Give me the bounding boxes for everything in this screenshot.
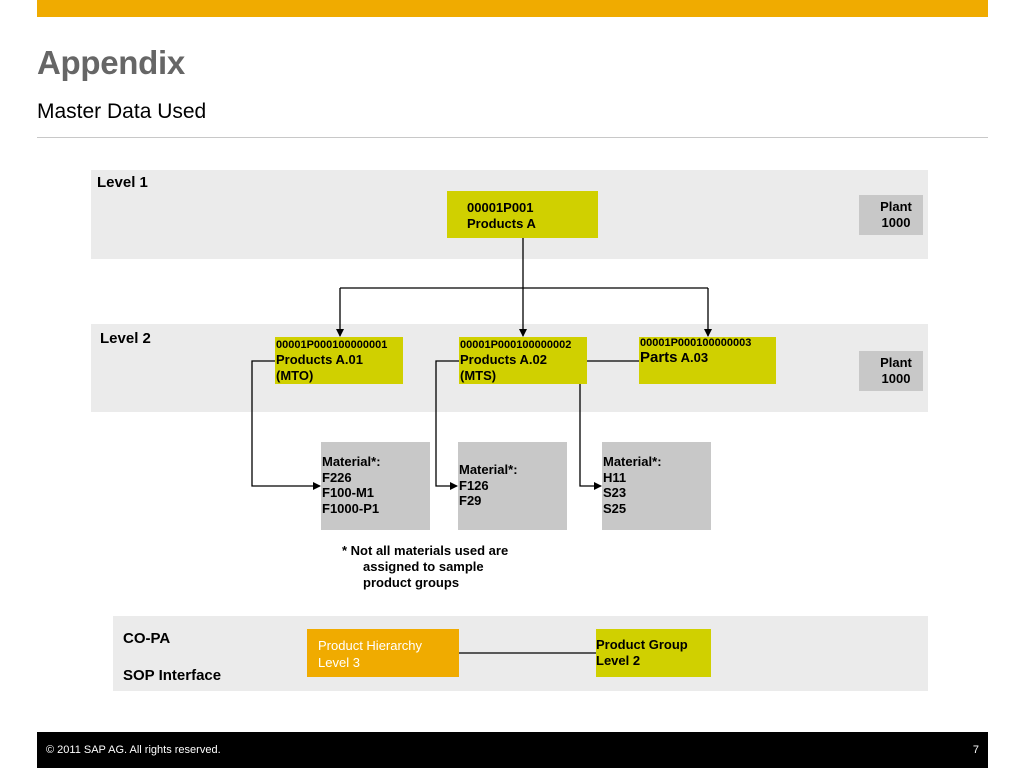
copa-label: CO-PA: [123, 630, 171, 647]
plant-label: Plant: [880, 199, 912, 214]
node-a03-id: 00001P000100000003: [640, 337, 752, 349]
material-item: F100-M1: [322, 485, 375, 500]
materials-heading: Material*:: [603, 454, 662, 469]
node-a02-name: Products A.02: [460, 352, 547, 367]
connector-a02-materials: [435, 360, 459, 490]
plant-badge-level-1: Plant 1000: [859, 195, 923, 235]
material-item: S23: [603, 485, 627, 500]
product-hierarchy-line: Product Hierarchy: [318, 638, 423, 653]
footnote-line: product groups: [363, 575, 460, 590]
material-item: H11: [603, 469, 627, 485]
materials-footnote: * Not all materials used are assigned to…: [342, 543, 508, 591]
materials-heading: Material*:: [322, 454, 381, 469]
node-products-a[interactable]: 00001P001 Products A: [447, 191, 598, 238]
node-products-a01[interactable]: 00001P000100000001 Products A.01 (MTO): [275, 337, 403, 384]
plant-value: 1000: [881, 371, 911, 386]
header-divider: [37, 137, 988, 138]
node-a02-id: 00001P000100000002: [460, 339, 572, 351]
node-a01-type: (MTO): [276, 368, 314, 383]
product-group-line: Level 2: [596, 653, 641, 668]
page-subtitle: Master Data Used: [37, 100, 207, 123]
sop-interface-label: SOP Interface: [123, 667, 222, 684]
footer-bar: © 2011 SAP AG. All rights reserved. 7: [37, 732, 988, 768]
material-item: F1000-P1: [322, 500, 380, 516]
node-a01-name: Products A.01: [276, 352, 363, 367]
product-group-box[interactable]: Product Group Level 2: [596, 629, 711, 677]
node-products-a02[interactable]: 00001P000100000002 Products A.02 (MTS): [459, 337, 587, 384]
node-a02-type: (MTS): [460, 368, 497, 383]
materials-a02: Material*: F126 F29: [458, 442, 567, 530]
footnote-line: * Not all materials used are: [342, 543, 509, 558]
product-hierarchy-box[interactable]: Product Hierarchy Level 3: [307, 629, 459, 677]
top-accent-bar: [37, 0, 988, 17]
plant-value: 1000: [881, 215, 911, 230]
product-hierarchy-line: Level 3: [318, 655, 360, 670]
connector-a03-materials: [579, 360, 639, 490]
materials-heading: Material*:: [459, 462, 518, 477]
node-products-a-id: 00001P001: [467, 200, 534, 215]
node-parts-a03[interactable]: 00001P000100000003 Parts A.03: [639, 337, 776, 384]
product-group-line: Product Group: [596, 637, 688, 652]
material-item: F226: [322, 469, 352, 485]
materials-a01: Material*: F226 F100-M1 F1000-P1: [321, 442, 430, 530]
level-1-label: Level 1: [97, 174, 148, 191]
materials-a03: Material*: H11 S23 S25: [602, 442, 711, 530]
plant-badge-level-2: Plant 1000: [859, 351, 923, 391]
material-item: F126: [459, 477, 489, 493]
copyright-text: © 2011 SAP AG. All rights reserved.: [46, 744, 221, 756]
connector-a01-materials: [251, 360, 321, 490]
footnote-line: assigned to sample: [363, 559, 484, 574]
level-2-label: Level 2: [100, 330, 151, 347]
node-a03-suffix: A.03: [680, 350, 709, 365]
node-products-a-name: Products A: [467, 216, 536, 231]
material-item: S25: [603, 500, 627, 516]
node-a01-id: 00001P000100000001: [276, 339, 388, 351]
plant-label: Plant: [880, 355, 912, 370]
material-item: F29: [459, 493, 482, 508]
page-number: 7: [972, 744, 979, 756]
page-title: Appendix: [37, 44, 185, 81]
node-a03-name: Parts: [640, 349, 678, 366]
